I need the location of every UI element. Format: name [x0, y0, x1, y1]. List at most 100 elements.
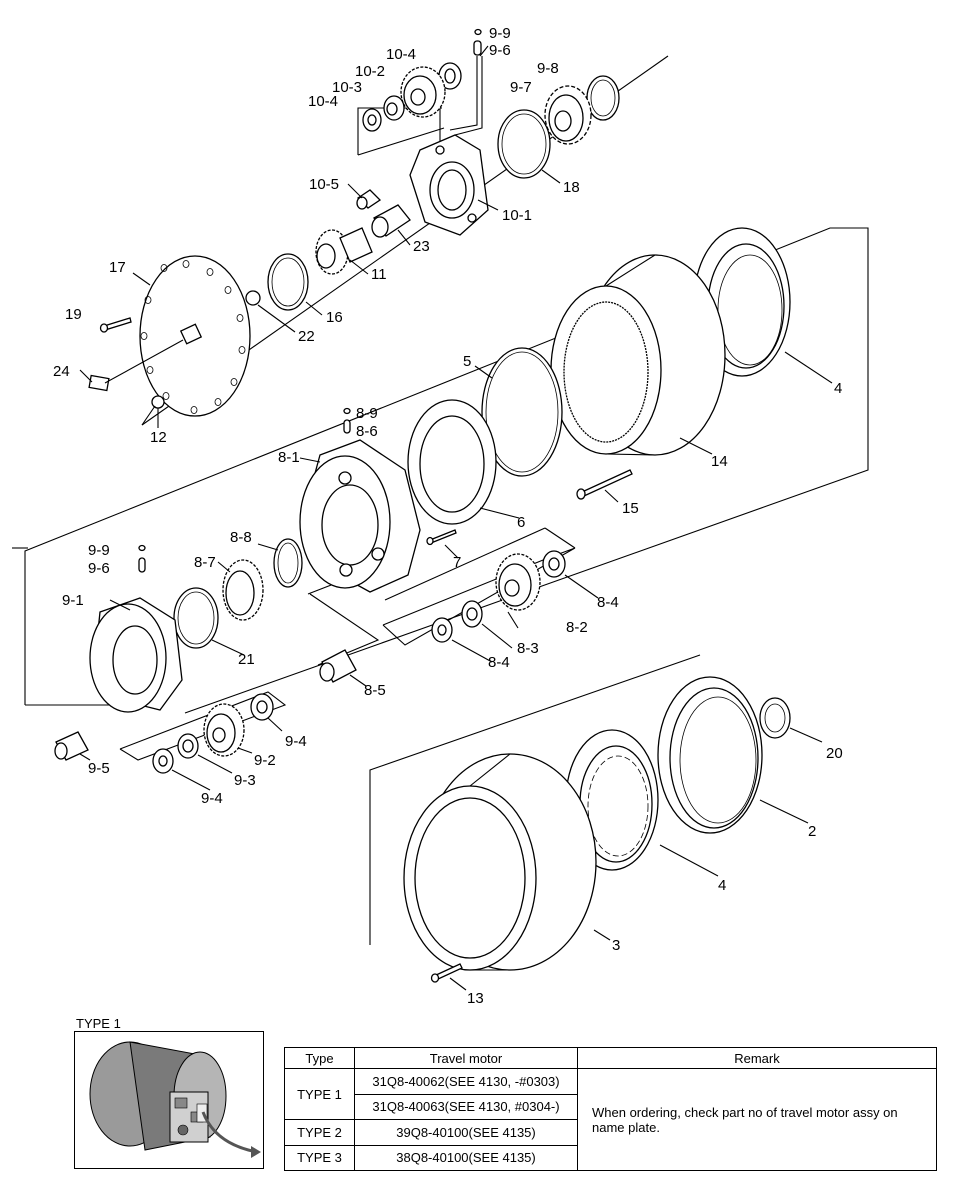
- part-7-bolt: [426, 529, 457, 546]
- table-row: TYPE 3 38Q8-40100(SEE 4135): [284, 1144, 937, 1171]
- label-9-7-top: 9-7: [510, 79, 532, 96]
- label-12: 12: [150, 429, 167, 446]
- travel-motor-table: Type Travel motor Remark TYPE 1 31Q8-400…: [284, 1047, 937, 1171]
- label-9-1: 9-1: [62, 592, 84, 609]
- cell-type: TYPE 2: [284, 1119, 355, 1146]
- part-9-2-gear: [203, 703, 245, 757]
- part-10-4-washer-upper: [438, 62, 462, 90]
- cell-remark: When ordering, check part no of travel m…: [577, 1068, 937, 1171]
- label-18: 18: [563, 179, 580, 196]
- table-row: TYPE 2 39Q8-40100(SEE 4135): [284, 1119, 937, 1146]
- label-10-4-lower: 10-4: [308, 93, 338, 110]
- leader-lines: [79, 45, 833, 991]
- label-11: 11: [371, 266, 387, 283]
- part-9-1-carrier: [89, 597, 183, 713]
- label-10-4-upper: 10-4: [386, 46, 416, 63]
- label-13: 13: [467, 990, 484, 1007]
- part-9-4-washer-left: [152, 748, 174, 774]
- label-8-4-right: 8-4: [597, 594, 619, 611]
- label-9-4-left: 9-4: [201, 790, 223, 807]
- label-5: 5: [463, 353, 471, 370]
- label-9-2: 9-2: [254, 752, 276, 769]
- part-9-9-pin-left: [138, 544, 146, 552]
- part-10-4-washer-lower: [362, 108, 382, 132]
- part-10-5-pin: [356, 189, 382, 210]
- part-9-3-bush: [177, 733, 199, 759]
- label-8-1: 8-1: [278, 449, 300, 466]
- part-10-3-bearing: [383, 95, 405, 121]
- cell-motor: 31Q8-40063(SEE 4130, #0304-): [354, 1093, 578, 1120]
- part-8-8-snap-ring: [273, 538, 303, 588]
- label-8-7: 8-7: [194, 554, 216, 571]
- part-9-6-pin-top: [449, 40, 483, 136]
- label-17: 17: [109, 259, 126, 276]
- label-9-9-left: 9-9: [88, 542, 110, 559]
- label-10-1: 10-1: [502, 207, 532, 224]
- label-9-3: 9-3: [234, 772, 256, 789]
- part-8-6-pin: [343, 419, 351, 434]
- label-9-6-left: 9-6: [88, 560, 110, 577]
- part-14-ring-gear-housing: [550, 254, 726, 456]
- part-8-4-washer-left: [431, 617, 453, 643]
- label-8-2: 8-2: [566, 619, 588, 636]
- type-1-motor-image: [74, 1031, 264, 1169]
- part-22-plug: [245, 290, 261, 306]
- header-remark: Remark: [577, 1047, 937, 1069]
- part-8-7-gear: [222, 559, 264, 621]
- label-9-9-top: 9-9: [489, 25, 511, 42]
- table-row: 31Q8-40063(SEE 4130, #0304-): [285, 1093, 937, 1120]
- label-15: 15: [622, 500, 639, 517]
- cell-motor: 38Q8-40100(SEE 4135): [354, 1144, 578, 1171]
- part-9-5-pin: [54, 731, 89, 761]
- table-header-row: Type Travel motor Remark: [284, 1047, 937, 1069]
- part-18-ring: [497, 109, 551, 179]
- label-8-9: 8-9: [356, 405, 378, 422]
- header-type: Type: [284, 1047, 355, 1069]
- label-9-6-top: 9-6: [489, 42, 511, 59]
- part-8-1-carrier: [299, 439, 421, 593]
- part-9-7-gear: [544, 85, 592, 145]
- table-row: TYPE 1 31Q8-40062(SEE 4130, -#0303) When…: [284, 1068, 937, 1171]
- part-20-seal: [759, 697, 791, 739]
- label-2: 2: [808, 823, 816, 840]
- cell-type: TYPE 1: [284, 1068, 355, 1120]
- part-11-sun-gear-shaft: [315, 227, 373, 275]
- label-14: 14: [711, 453, 728, 470]
- label-8-6: 8-6: [356, 423, 378, 440]
- label-20: 20: [826, 745, 843, 762]
- part-9-9-pin-top: [474, 28, 482, 36]
- part-17-cover: [139, 255, 251, 417]
- part-5-o-ring: [481, 347, 563, 477]
- label-16: 16: [326, 309, 343, 326]
- cell-type: TYPE 3: [284, 1144, 355, 1171]
- label-4-upper: 4: [834, 380, 842, 397]
- label-24: 24: [53, 363, 70, 380]
- label-23: 23: [413, 238, 430, 255]
- label-10-2: 10-2: [355, 63, 385, 80]
- type-1-heading: TYPE 1: [76, 1016, 121, 1031]
- part-9-8-snap-ring: [586, 75, 620, 121]
- label-8-8: 8-8: [230, 529, 252, 546]
- label-3: 3: [612, 937, 620, 954]
- header-travel-motor: Travel motor: [354, 1047, 578, 1069]
- label-10-3: 10-3: [332, 79, 362, 96]
- label-9-8-top: 9-8: [537, 60, 559, 77]
- part-6-thrust-plate: [407, 399, 497, 525]
- part-21-snap-ring: [173, 587, 219, 649]
- label-8-4-left: 8-4: [488, 654, 510, 671]
- label-9-4-right: 9-4: [285, 733, 307, 750]
- part-8-9-pin: [343, 407, 351, 415]
- part-19-bolt: [99, 317, 132, 333]
- label-22: 22: [298, 328, 315, 345]
- label-21: 21: [238, 651, 255, 668]
- part-8-3-bush: [461, 600, 483, 628]
- part-15-bolt: [576, 469, 633, 500]
- part-9-4-washer-right: [250, 693, 274, 721]
- part-10-1-carrier: [409, 134, 489, 236]
- label-19: 19: [65, 306, 82, 323]
- part-8-5-pin: [319, 649, 357, 683]
- cell-motor: 31Q8-40062(SEE 4130, -#0303): [354, 1068, 578, 1095]
- travel-motor-illustration: [89, 1041, 261, 1158]
- cell-motor: 39Q8-40100(SEE 4135): [354, 1119, 578, 1146]
